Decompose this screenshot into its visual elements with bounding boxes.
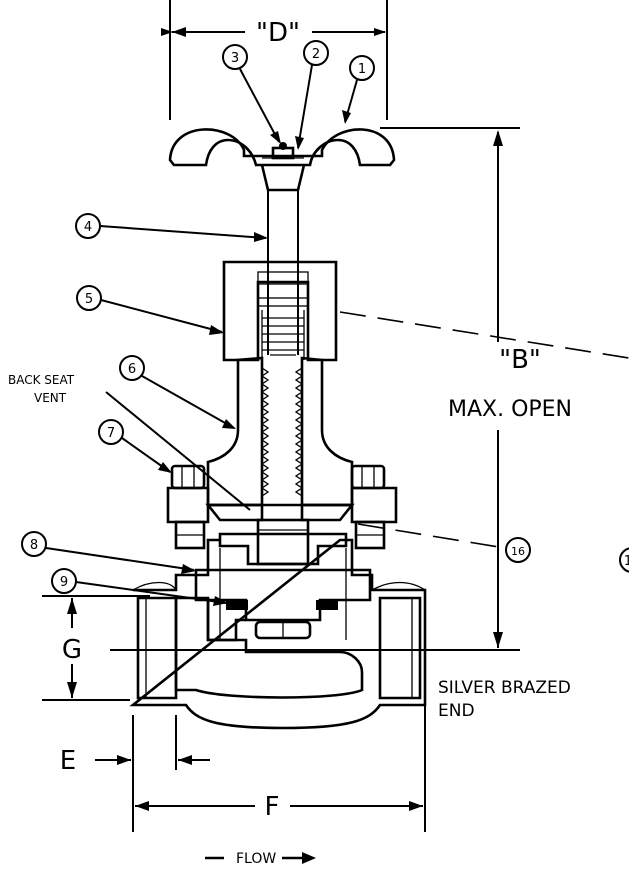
callout-2	[303, 40, 329, 66]
callout-2-label: 2	[312, 47, 320, 62]
callout-9	[51, 568, 77, 594]
handwheel	[168, 128, 396, 192]
callout-4-label: 4	[84, 220, 92, 235]
dim-d-label: "D"	[256, 18, 300, 48]
callout-8-label: 8	[30, 538, 38, 553]
body	[129, 538, 427, 730]
callout-16	[505, 537, 531, 563]
callout-16-label: 16	[511, 545, 525, 558]
callout-7-label: 7	[107, 426, 115, 441]
dim-b-label: "B"	[499, 345, 541, 375]
b-leader	[339, 311, 629, 359]
callout-6-label: 6	[128, 362, 136, 377]
dim-f	[135, 705, 426, 832]
end-label: END	[438, 701, 475, 721]
callout-3-label: 3	[231, 51, 239, 66]
callout-1b-label: 1	[624, 554, 629, 569]
dim-b-sub-label: MAX. OPEN	[448, 397, 572, 422]
dim-e	[95, 715, 210, 832]
dim-f-label: F	[265, 792, 280, 822]
callout-6	[119, 355, 145, 381]
flow-label: FLOW	[236, 851, 276, 867]
callout-8	[21, 531, 47, 557]
back-seat-vent-label: VENT	[34, 391, 67, 405]
dim-g-label: G	[62, 635, 82, 665]
silver-brazed-label: SILVER BRAZED	[438, 678, 571, 698]
callout-1	[349, 55, 375, 81]
callout-3	[222, 44, 248, 70]
callout-5-label: 5	[85, 292, 93, 307]
leader-16	[357, 523, 506, 549]
callout-1b	[619, 547, 629, 573]
callout-7	[98, 419, 124, 445]
callout-9-label: 9	[60, 575, 68, 590]
flow-indicator: FLOW	[205, 851, 316, 867]
callout-5	[76, 285, 102, 311]
disc	[194, 518, 372, 640]
dim-d	[161, 0, 388, 120]
callouts	[21, 40, 629, 606]
dim-g	[42, 595, 150, 701]
callout-1-label: 1	[358, 62, 366, 77]
back-seat-label: BACK SEAT	[8, 373, 75, 387]
bolts	[170, 464, 386, 550]
dim-e-label: E	[60, 746, 76, 776]
dim-b	[110, 127, 520, 651]
